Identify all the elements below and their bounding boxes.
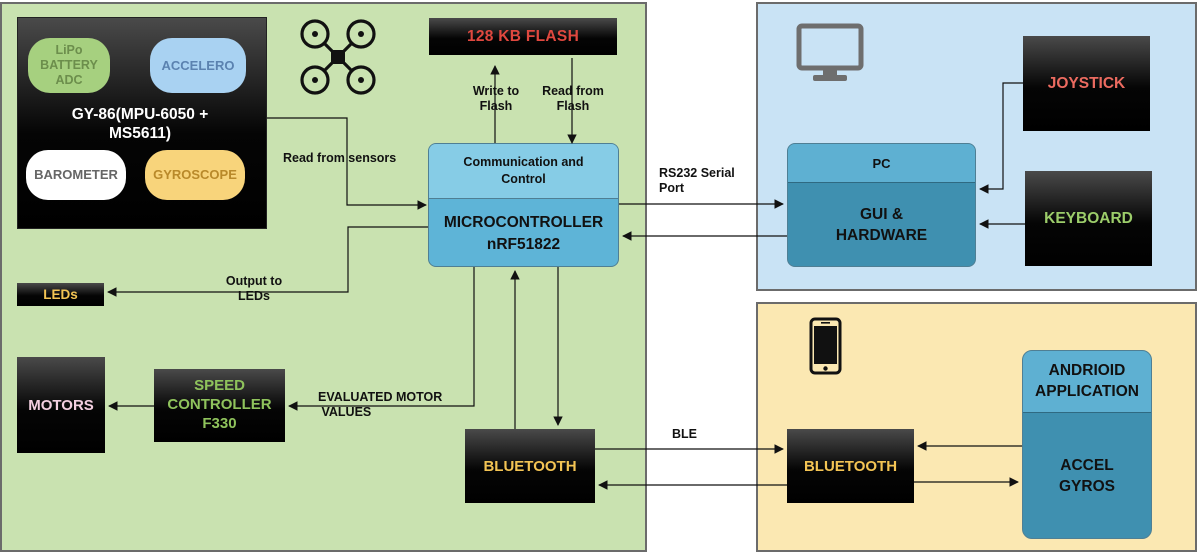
leds-node: LEDs [17,283,104,306]
lipo-battery-adc-node: LiPo BATTERY ADC [28,38,110,93]
ble-label: BLE [672,427,697,441]
android-app-header: ANDRIOID APPLICATION [1023,351,1151,413]
read-from-sensors-label: Read from sensors [283,151,397,165]
keyboard-node: KEYBOARD [1025,171,1152,266]
sensors-to-mcu-line [267,117,427,210]
evaluated-motor-values-label: EVALUATED MOTOR VALUES [318,390,443,419]
speed-controller-node: SPEED CONTROLLER F330 [154,369,285,442]
read-from-flash-label: Read from Flash [542,84,604,113]
pc-node: PC GUI & HARDWARE [787,143,976,267]
android-app-body: ACCEL GYROS [1059,457,1115,495]
bluetooth-phone-node: BLUETOOTH [787,429,914,503]
monitor-icon [796,23,864,81]
sensor-board-title: GY-86(MPU-6050 + MS5611) [71,105,209,142]
pc-body: GUI & HARDWARE [835,206,928,244]
microcontroller-body: MICROCONTROLLER nRF51822 [443,213,604,253]
barometer-node: BAROMETER [26,150,126,200]
rs232-serial-port-label: RS232 Serial Port [659,166,735,195]
flash-memory-node: 128 KB FLASH [429,18,617,55]
joystick-to-pc-line [979,82,1023,194]
joystick-node: JOYSTICK [1023,36,1150,131]
bluetooth-drone-node: BLUETOOTH [465,429,595,503]
mcu-to-leds-line [107,226,428,297]
mcu-to-speed-controller-line [288,267,475,411]
quadcopter-icon [300,19,376,95]
accelerometer-node: ACCELERO [150,38,246,93]
smartphone-icon [809,317,842,375]
microcontroller-header: Communication and Control [429,144,618,199]
write-to-flash-label: Write to Flash [472,84,520,113]
gyroscope-node: GYROSCOPE [145,150,245,200]
android-app-node: ANDRIOID APPLICATION ACCEL GYROS [1022,350,1152,539]
microcontroller-node: Communication and Control MICROCONTROLLE… [428,143,619,267]
pc-header: PC [788,144,975,183]
output-to-leds-label: Output to LEDs [225,274,283,303]
motors-node: MOTORS [17,357,105,453]
